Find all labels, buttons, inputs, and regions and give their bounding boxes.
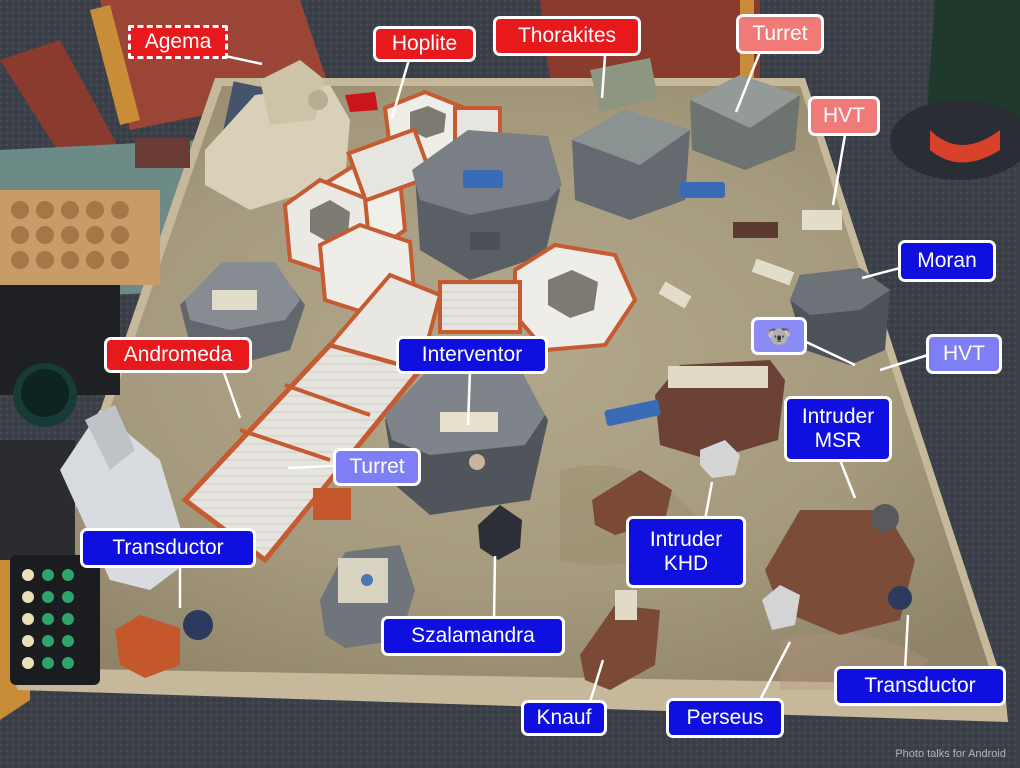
label-hoplite: Hoplite [373,26,476,62]
dark-barricade [733,222,778,238]
khd-marker [700,440,740,478]
label-agema: Agema [128,25,228,59]
label-interventor: Interventor [396,336,548,374]
decor-vase-base [890,100,1020,180]
label-intruder-khd-line1: Intruder [649,527,723,551]
interventor-roof [385,368,545,455]
label-perseus: Perseus [666,698,784,738]
koala-icon: 🐨 [751,317,807,355]
label-moran: Moran [898,240,996,282]
order-tokens [22,569,74,669]
decor-vase-stripe [930,130,1000,163]
label-knauf: Knauf [521,700,607,736]
orange-block [115,615,180,678]
blue-barricade-3 [604,399,661,426]
label-intruder-msr-line2: MSR [814,429,862,452]
perseus-marker [762,585,800,630]
label-intruder-khd: Intruder KHD [626,516,746,588]
barricade-light [751,258,795,286]
blue-barricade-2 [680,182,725,198]
label-andromeda: Andromeda [104,337,252,373]
label-hvt-right: HVT [926,334,1002,374]
chair-left-back [0,40,120,170]
transductor-mini-right [888,586,912,610]
thorakites-box [590,58,658,112]
label-turret-mid: Turret [333,448,421,486]
label-transductor-left: Transductor [80,528,256,568]
card-deck [135,138,190,168]
transductor-mini-left [183,610,213,640]
label-hvt-top: HVT [808,96,880,136]
foam-case [0,440,75,560]
barricade-light-2 [658,281,692,309]
orange-crate [313,488,351,520]
label-intruder-msr-line1: Intruder [801,404,875,428]
label-turret-top: Turret [736,14,824,54]
label-thorakites: Thorakites [493,16,641,56]
watermark: Photo talks for Android [895,748,1006,760]
chair-top-left-arm [90,5,140,125]
label-transductor-right: Transductor [834,666,1006,706]
hvt-marker-top [802,210,842,230]
order-tokens-tray [10,555,100,685]
corridor-right [438,280,522,334]
label-szalamandra: Szalamandra [381,616,565,656]
token-tray-holes [11,201,129,269]
corridor-top [345,126,435,204]
szalamandra-mini [478,505,522,560]
label-intruder-khd-line2: KHD [663,552,709,575]
label-intruder-msr: Intruder MSR [784,396,892,462]
msr-building [765,510,915,635]
blue-barricade-top [463,170,503,188]
